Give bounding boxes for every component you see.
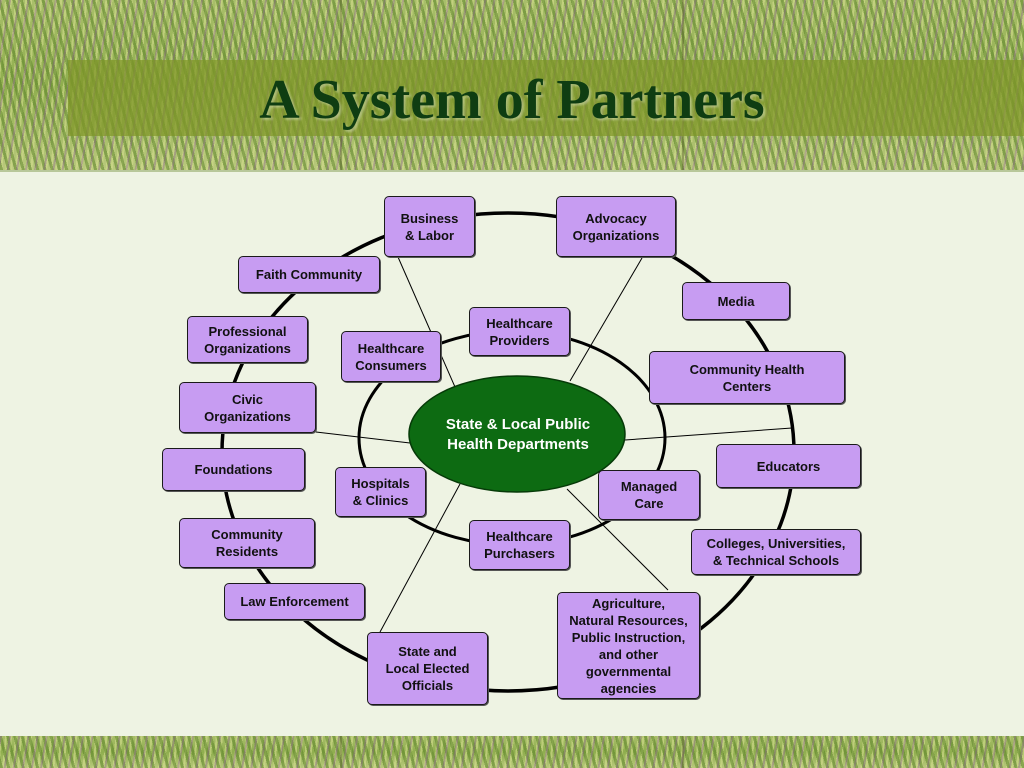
box-faith-community: Faith Community — [238, 256, 380, 293]
box-elected-officials: State and Local Elected Officials — [367, 632, 488, 705]
box-business-labor: Business & Labor — [384, 196, 475, 257]
box-colleges-universities: Colleges, Universities, & Technical Scho… — [691, 529, 861, 575]
box-healthcare-providers: Healthcare Providers — [469, 307, 570, 356]
tile-seam — [682, 736, 684, 768]
box-community-health-centers: Community Health Centers — [649, 351, 845, 404]
spoke-line — [379, 483, 461, 633]
title-bar — [68, 60, 1024, 136]
box-civic-organizations: Civic Organizations — [179, 382, 316, 433]
spoke-line — [566, 488, 669, 591]
center-label: State & Local Public Health Departments — [445, 415, 591, 453]
box-hospitals-clinics: Hospitals & Clinics — [335, 467, 426, 517]
box-governmental-agencies: Agriculture, Natural Resources, Public I… — [557, 592, 700, 699]
box-community-residents: Community Residents — [179, 518, 315, 568]
slide-title: A System of Partners — [259, 69, 765, 131]
spoke-line — [397, 256, 456, 388]
spoke-line — [569, 257, 643, 382]
box-media: Media — [682, 282, 790, 320]
box-advocacy-organizations: Advocacy Organizations — [556, 196, 676, 257]
spoke-line — [624, 427, 793, 441]
box-managed-care: Managed Care — [598, 470, 700, 520]
tile-seam — [340, 736, 342, 768]
spoke-line — [315, 431, 411, 444]
box-healthcare-purchasers: Healthcare Purchasers — [469, 520, 570, 570]
box-professional-organizations: Professional Organizations — [187, 316, 308, 363]
center-oval — [408, 375, 626, 493]
box-healthcare-consumers: Healthcare Consumers — [341, 331, 441, 382]
box-law-enforcement: Law Enforcement — [224, 583, 365, 620]
box-educators: Educators — [716, 444, 861, 488]
grass-footer-background — [0, 736, 1024, 768]
box-foundations: Foundations — [162, 448, 305, 491]
